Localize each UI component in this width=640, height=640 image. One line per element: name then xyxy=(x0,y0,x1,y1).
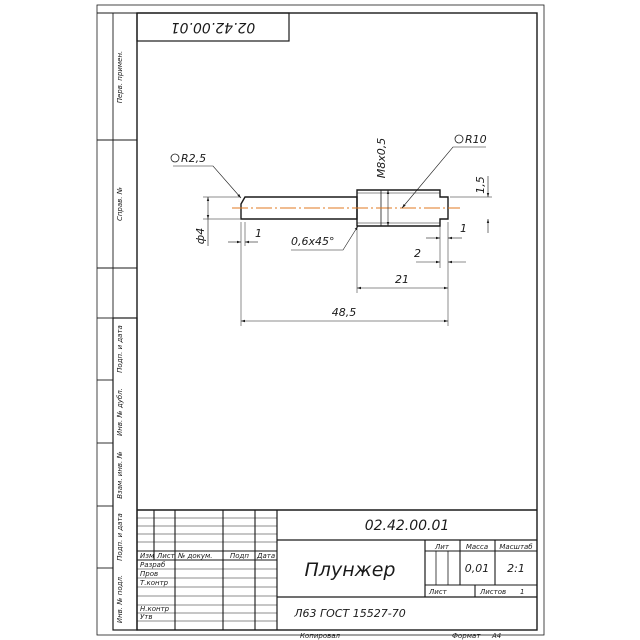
sheets-value: 1 xyxy=(520,588,524,596)
stamp-header-masshtab: Масштаб xyxy=(499,543,533,551)
top-part-number: 02.42.00.01 xyxy=(171,19,256,35)
svg-text:21: 21 xyxy=(395,273,409,286)
svg-text:48,5: 48,5 xyxy=(332,306,357,319)
dim-1-left: 1 xyxy=(228,227,262,244)
rev-header-list: Лист xyxy=(156,552,176,560)
side-label-inv-dubl: Инв. № дубл. xyxy=(116,388,124,436)
svg-text:2: 2 xyxy=(414,247,421,260)
mass-value: 0,01 xyxy=(465,562,490,575)
svg-text:1: 1 xyxy=(460,222,467,235)
material: Л63 ГОСТ 15527-70 xyxy=(293,607,405,620)
outer-frame xyxy=(96,4,545,636)
svg-text:M8x0,5: M8x0,5 xyxy=(375,138,388,179)
side-label-perv-primen: Перв. примен. xyxy=(116,51,124,104)
side-label-podp-data-2: Подп. и дата xyxy=(116,513,124,561)
dim-diameter: ф4 xyxy=(194,197,210,246)
rev-header-data: Дата xyxy=(256,552,275,560)
footer-format-label: Формат xyxy=(452,632,481,640)
svg-text:1,5: 1,5 xyxy=(474,176,487,194)
role-nkontr: Н.контр xyxy=(140,605,170,613)
svg-text:0,6x45°: 0,6x45° xyxy=(291,235,335,248)
dim-chamfer: 0,6x45° xyxy=(291,225,359,251)
dim-r-right: R10 xyxy=(401,133,487,209)
sheet-label: Лист xyxy=(428,588,448,596)
side-label-inv-podl: Инв. № подл. xyxy=(116,575,124,623)
svg-text:R10: R10 xyxy=(465,133,487,146)
svg-text:R2,5: R2,5 xyxy=(181,152,206,165)
svg-text:1: 1 xyxy=(255,227,262,240)
inner-frame xyxy=(136,12,538,631)
scale-value: 2:1 xyxy=(507,562,525,575)
side-label-vzam-inv: Взам. инв. № xyxy=(116,451,124,499)
plunger-drawing: R2,5 R10 M8x0,5 1,5 ф4 xyxy=(170,133,492,326)
role-tkontr: Т.контр xyxy=(140,579,169,587)
dim-21: 21 xyxy=(357,273,448,290)
rev-header-izm: Изм xyxy=(140,552,155,560)
dim-1-right: 1 xyxy=(426,222,467,240)
sheets-label: Листов xyxy=(479,588,506,596)
footer-format-value: А4 xyxy=(491,632,501,640)
dim-r-left: R2,5 xyxy=(170,152,242,199)
svg-text:ф4: ф4 xyxy=(194,228,207,244)
part-name: Плунжер xyxy=(305,559,396,581)
dim-2: 2 xyxy=(414,247,466,264)
side-label-podp-data-1: Подп. и дата xyxy=(116,325,124,373)
left-side-strip: Перв. примен. Справ. № Подп. и дата Инв.… xyxy=(97,12,138,631)
dim-thread: M8x0,5 xyxy=(375,138,390,226)
side-label-sprav: Справ. № xyxy=(116,187,124,221)
stamp-header-lit: Лит xyxy=(434,543,450,551)
dim-1-5: 1,5 xyxy=(474,176,490,233)
rev-header-doc: № докум. xyxy=(177,552,213,560)
dim-total-length: 48,5 xyxy=(241,306,448,323)
role-utv: Утв xyxy=(140,613,152,621)
designation-code: 02.42.00.01 xyxy=(365,518,450,534)
stamp-header-massa: Масса xyxy=(466,543,488,551)
title-block: Изм Лист № докум. Подп Дата Разраб Пров … xyxy=(137,509,537,640)
top-designation-box: 02.42.00.01 xyxy=(136,12,290,42)
role-razrab: Разраб xyxy=(140,561,166,569)
footer-kopiroval: Копировал xyxy=(300,632,341,640)
rev-header-podp: Подп xyxy=(230,552,249,560)
role-prov: Пров xyxy=(140,570,158,578)
